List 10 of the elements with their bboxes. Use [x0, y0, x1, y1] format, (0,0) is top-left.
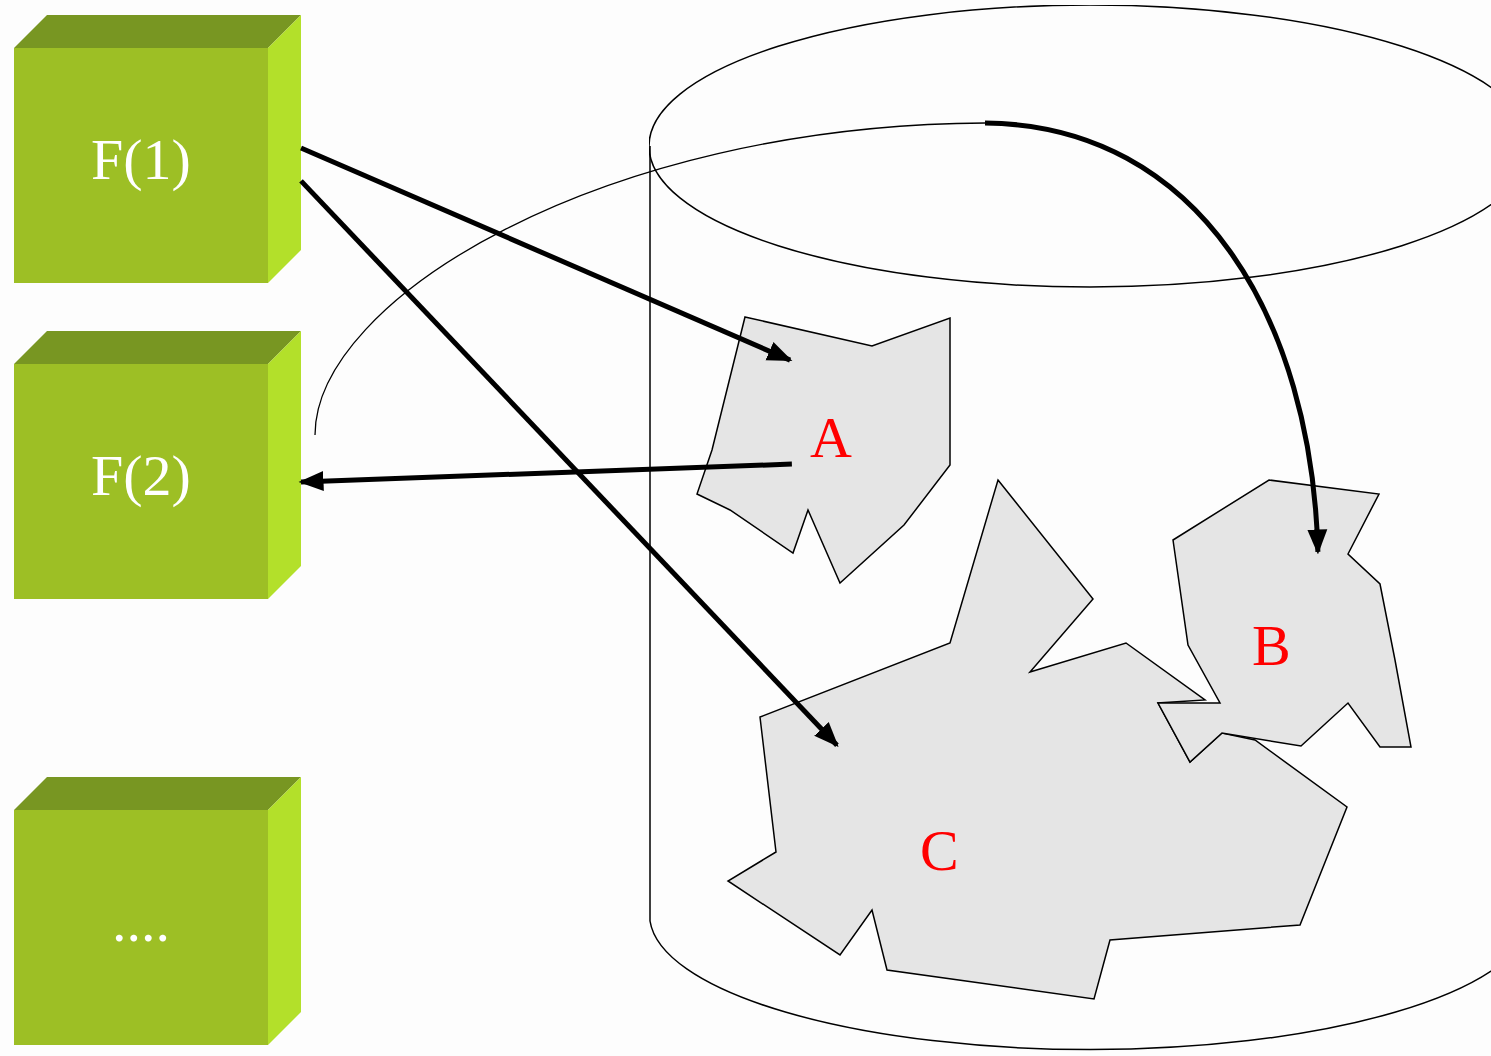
- arrow: [298, 461, 792, 492]
- block-label: F(1): [91, 125, 191, 193]
- region-label: A: [810, 409, 852, 467]
- arrow: [300, 145, 793, 363]
- region-label: C: [920, 822, 959, 880]
- region-label: B: [1252, 617, 1291, 675]
- arrow: [299, 179, 839, 747]
- block-label: ....: [112, 887, 170, 955]
- block-label: F(2): [91, 441, 191, 509]
- arrow: [984, 120, 1327, 555]
